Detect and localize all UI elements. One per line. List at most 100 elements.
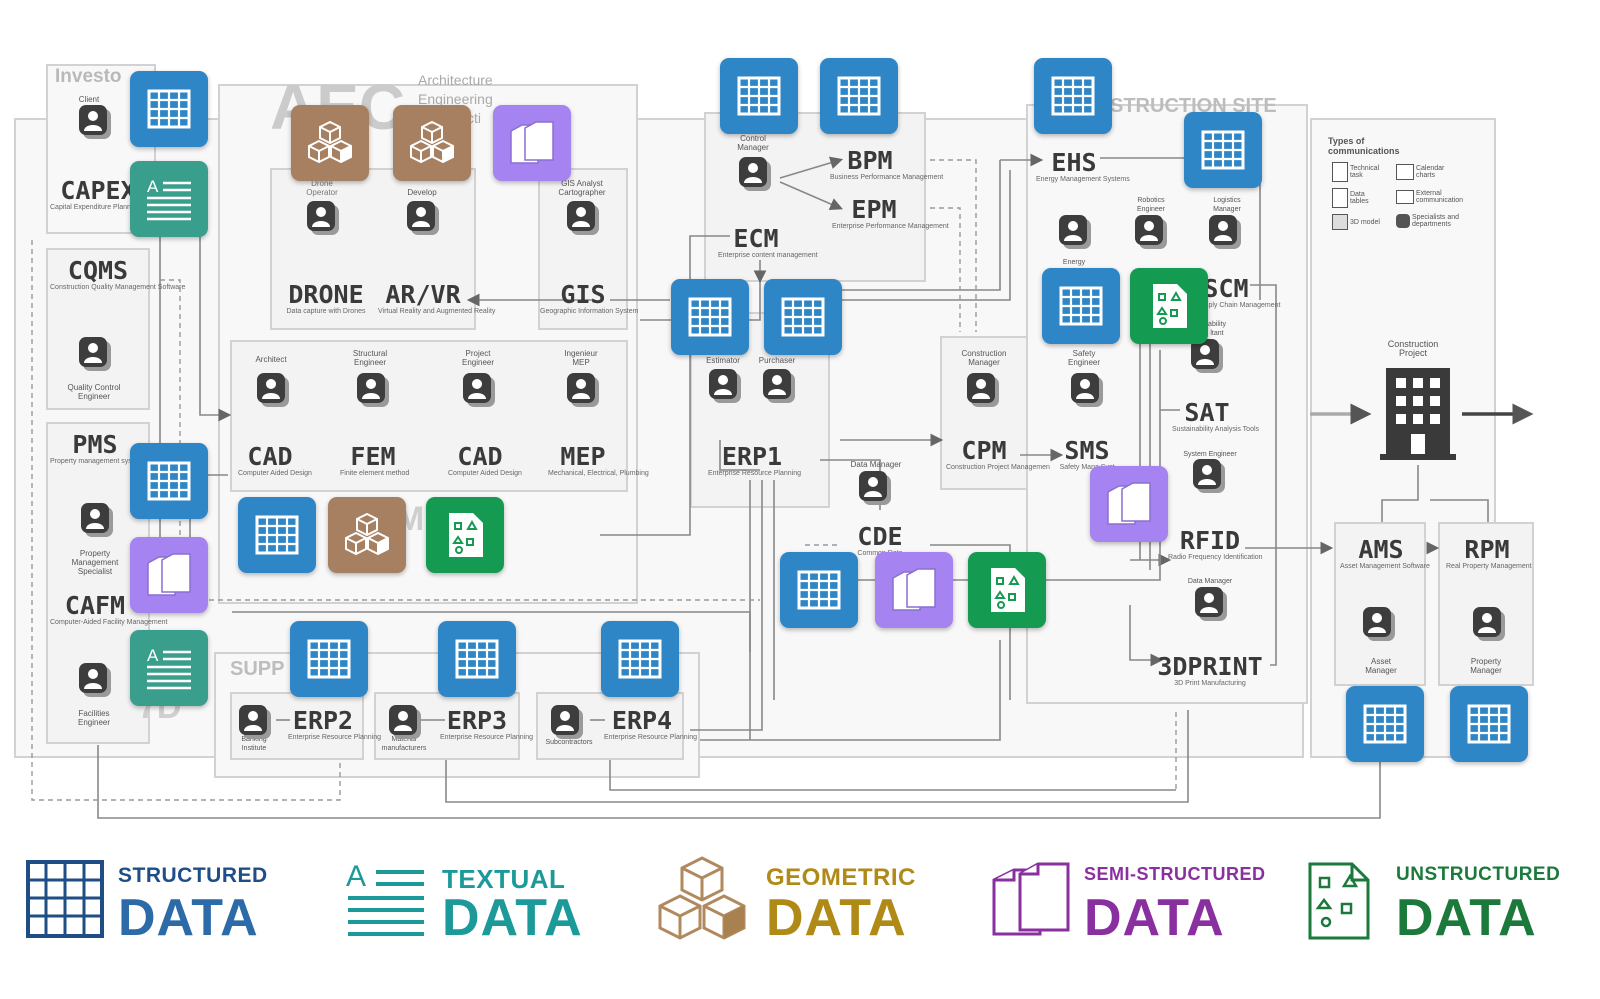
svg-text:A: A: [147, 646, 159, 665]
system-desc: Computer-Aided Facility Management: [50, 619, 168, 626]
system-ehs: EHS Energy Management Systems: [1036, 150, 1130, 184]
comm-type-label: Data tables: [1349, 191, 1369, 205]
system-desc: Construction Quality Management Software: [50, 284, 186, 291]
structured-data-tile: [238, 497, 316, 573]
legend-kind: SEMI-STRUCTURED: [1084, 864, 1266, 884]
role-banking: Banking Institute: [241, 736, 267, 752]
person-icon: [238, 704, 271, 739]
role-construction-manager: Construction Manager: [961, 349, 1007, 367]
system-pms: PMS Property management system: [50, 430, 143, 466]
ams-zone: [1334, 522, 1426, 686]
system-desc: Safety Mana Syst: [1059, 464, 1115, 471]
person-icon: [1472, 606, 1505, 641]
role-facilities: Facilities Engineer: [77, 709, 111, 727]
system-code: AR/VR: [385, 280, 461, 309]
system-desc: Computer Aided Design: [238, 470, 312, 477]
svg-text:A: A: [346, 860, 366, 893]
person-icon: [762, 368, 795, 403]
system-code: ERP3: [446, 706, 508, 735]
person-icon: [858, 470, 891, 505]
system-desc: Mechanical, Electrical, Plumbing: [548, 470, 649, 477]
role-property-manager: Property Manager: [1470, 657, 1502, 675]
system-rpm: RPM Real Property Management: [1446, 537, 1532, 571]
role-estimator: Estimator: [706, 356, 740, 365]
structured-data-tile: [1034, 58, 1112, 134]
person-icon: [566, 372, 599, 407]
external-icon: [1396, 190, 1414, 204]
textual-data-tile: A: [130, 161, 208, 237]
structured-data-tile: [820, 58, 898, 134]
system-desc: Real Property Management: [1446, 563, 1532, 570]
system-desc: Enterprise Resource Planning: [604, 734, 697, 741]
system-desc: Capital Expenditure Planning software: [50, 204, 169, 211]
system-desc: Construction Project Managemen: [946, 464, 1050, 471]
system-drone: DRONE Data capture with Drones: [280, 282, 372, 316]
system-ams: AMS Asset Management Software: [1340, 537, 1430, 571]
gis-zone: [538, 168, 628, 330]
system-desc: Enterprise Resource Planning: [288, 734, 381, 741]
system-code: RFID: [1179, 526, 1241, 555]
system-sat: SAT Sustainability Analysis Tools: [1172, 400, 1259, 434]
system-3dprint: 3DPRINT 3D Print Manufacturing: [1150, 654, 1270, 688]
structured-data-tile: [130, 443, 208, 519]
system-desc: 3D Print Manufacturing: [1174, 680, 1246, 687]
system-code: CQMS: [67, 256, 129, 285]
person-icon: [78, 662, 111, 697]
person-icon: [708, 368, 741, 403]
structured-data-tile: [1184, 112, 1262, 188]
role-construction-project: Construction Project: [1387, 339, 1439, 358]
system-erp3: ERP3 Enterprise Resource Planning: [440, 706, 533, 742]
system-code: PMS: [72, 430, 118, 459]
system-desc: Asset Management Software: [1340, 563, 1430, 570]
text-lines-icon: A: [346, 860, 426, 945]
shapes-document-icon: [1306, 860, 1372, 947]
geometric-data-tile: [291, 105, 369, 181]
system-gis: GIS Geographic Information System: [540, 282, 638, 316]
role-quality: Quality Control Engineer: [67, 383, 121, 401]
role-logistics: Logistics Manager: [1213, 197, 1241, 213]
system-epm: EPM Enterprise Performance Management: [832, 195, 949, 231]
system-cpm: CPM Construction Project Managemen: [946, 438, 1050, 472]
system-code: MEP: [560, 442, 606, 471]
role-data-manager-1: Data Manager: [850, 460, 902, 469]
system-desc: Energy Management Systems: [1036, 176, 1130, 183]
role-data-manager-2: Data Manager: [1187, 578, 1233, 585]
comm-type-label: 3D model: [1349, 218, 1380, 226]
system-desc: Supply Chain Management: [1196, 302, 1281, 309]
role-subcontractors: Subcontractors: [545, 739, 593, 746]
system-cad-1: CAD Computer Aided Design: [238, 442, 312, 478]
system-code: EPM: [851, 195, 897, 224]
legend-geometric: GEOMETRIC DATA: [654, 852, 954, 952]
system-desc: Enterprise Resource Planning: [440, 734, 533, 741]
system-desc: Radio Frequency Identification: [1168, 554, 1263, 561]
structured-data-tile: [438, 621, 516, 697]
structured-data-tile: [720, 58, 798, 134]
semi-data-tile: [493, 105, 571, 181]
system-code: CAD: [457, 442, 503, 471]
person-icon: [306, 200, 339, 235]
structured-data-tile: [1042, 268, 1120, 344]
semi-data-tile: [130, 537, 208, 613]
geometric-data-tile: [393, 105, 471, 181]
role-project-engineer: Project Engineer: [461, 349, 495, 367]
person-icon: [388, 704, 421, 739]
person-icon: [1194, 586, 1227, 621]
system-code: CAD: [247, 442, 293, 471]
person-icon: [1208, 214, 1241, 249]
aec-line-2: Engineering: [418, 91, 493, 107]
legend-unstructured: UNSTRUCTURED DATA: [1306, 852, 1596, 952]
legend-word: DATA: [766, 889, 907, 947]
table-icon: [26, 860, 104, 943]
role-energy: Energy: [1062, 259, 1086, 266]
legend-kind: TEXTUAL: [442, 864, 566, 894]
legend-semi-structured: SEMI-STRUCTURED DATA: [990, 852, 1290, 952]
person-icon: [1362, 606, 1395, 641]
person-icon: [462, 372, 495, 407]
construction-site-title: STRUCTION SITE: [1110, 95, 1277, 117]
person-icon: [738, 156, 771, 191]
person-icon: [78, 336, 111, 371]
legend-textual: A TEXTUAL DATA: [346, 852, 646, 952]
system-code: SCM: [1203, 274, 1249, 303]
role-develop: Develop: [407, 188, 437, 197]
